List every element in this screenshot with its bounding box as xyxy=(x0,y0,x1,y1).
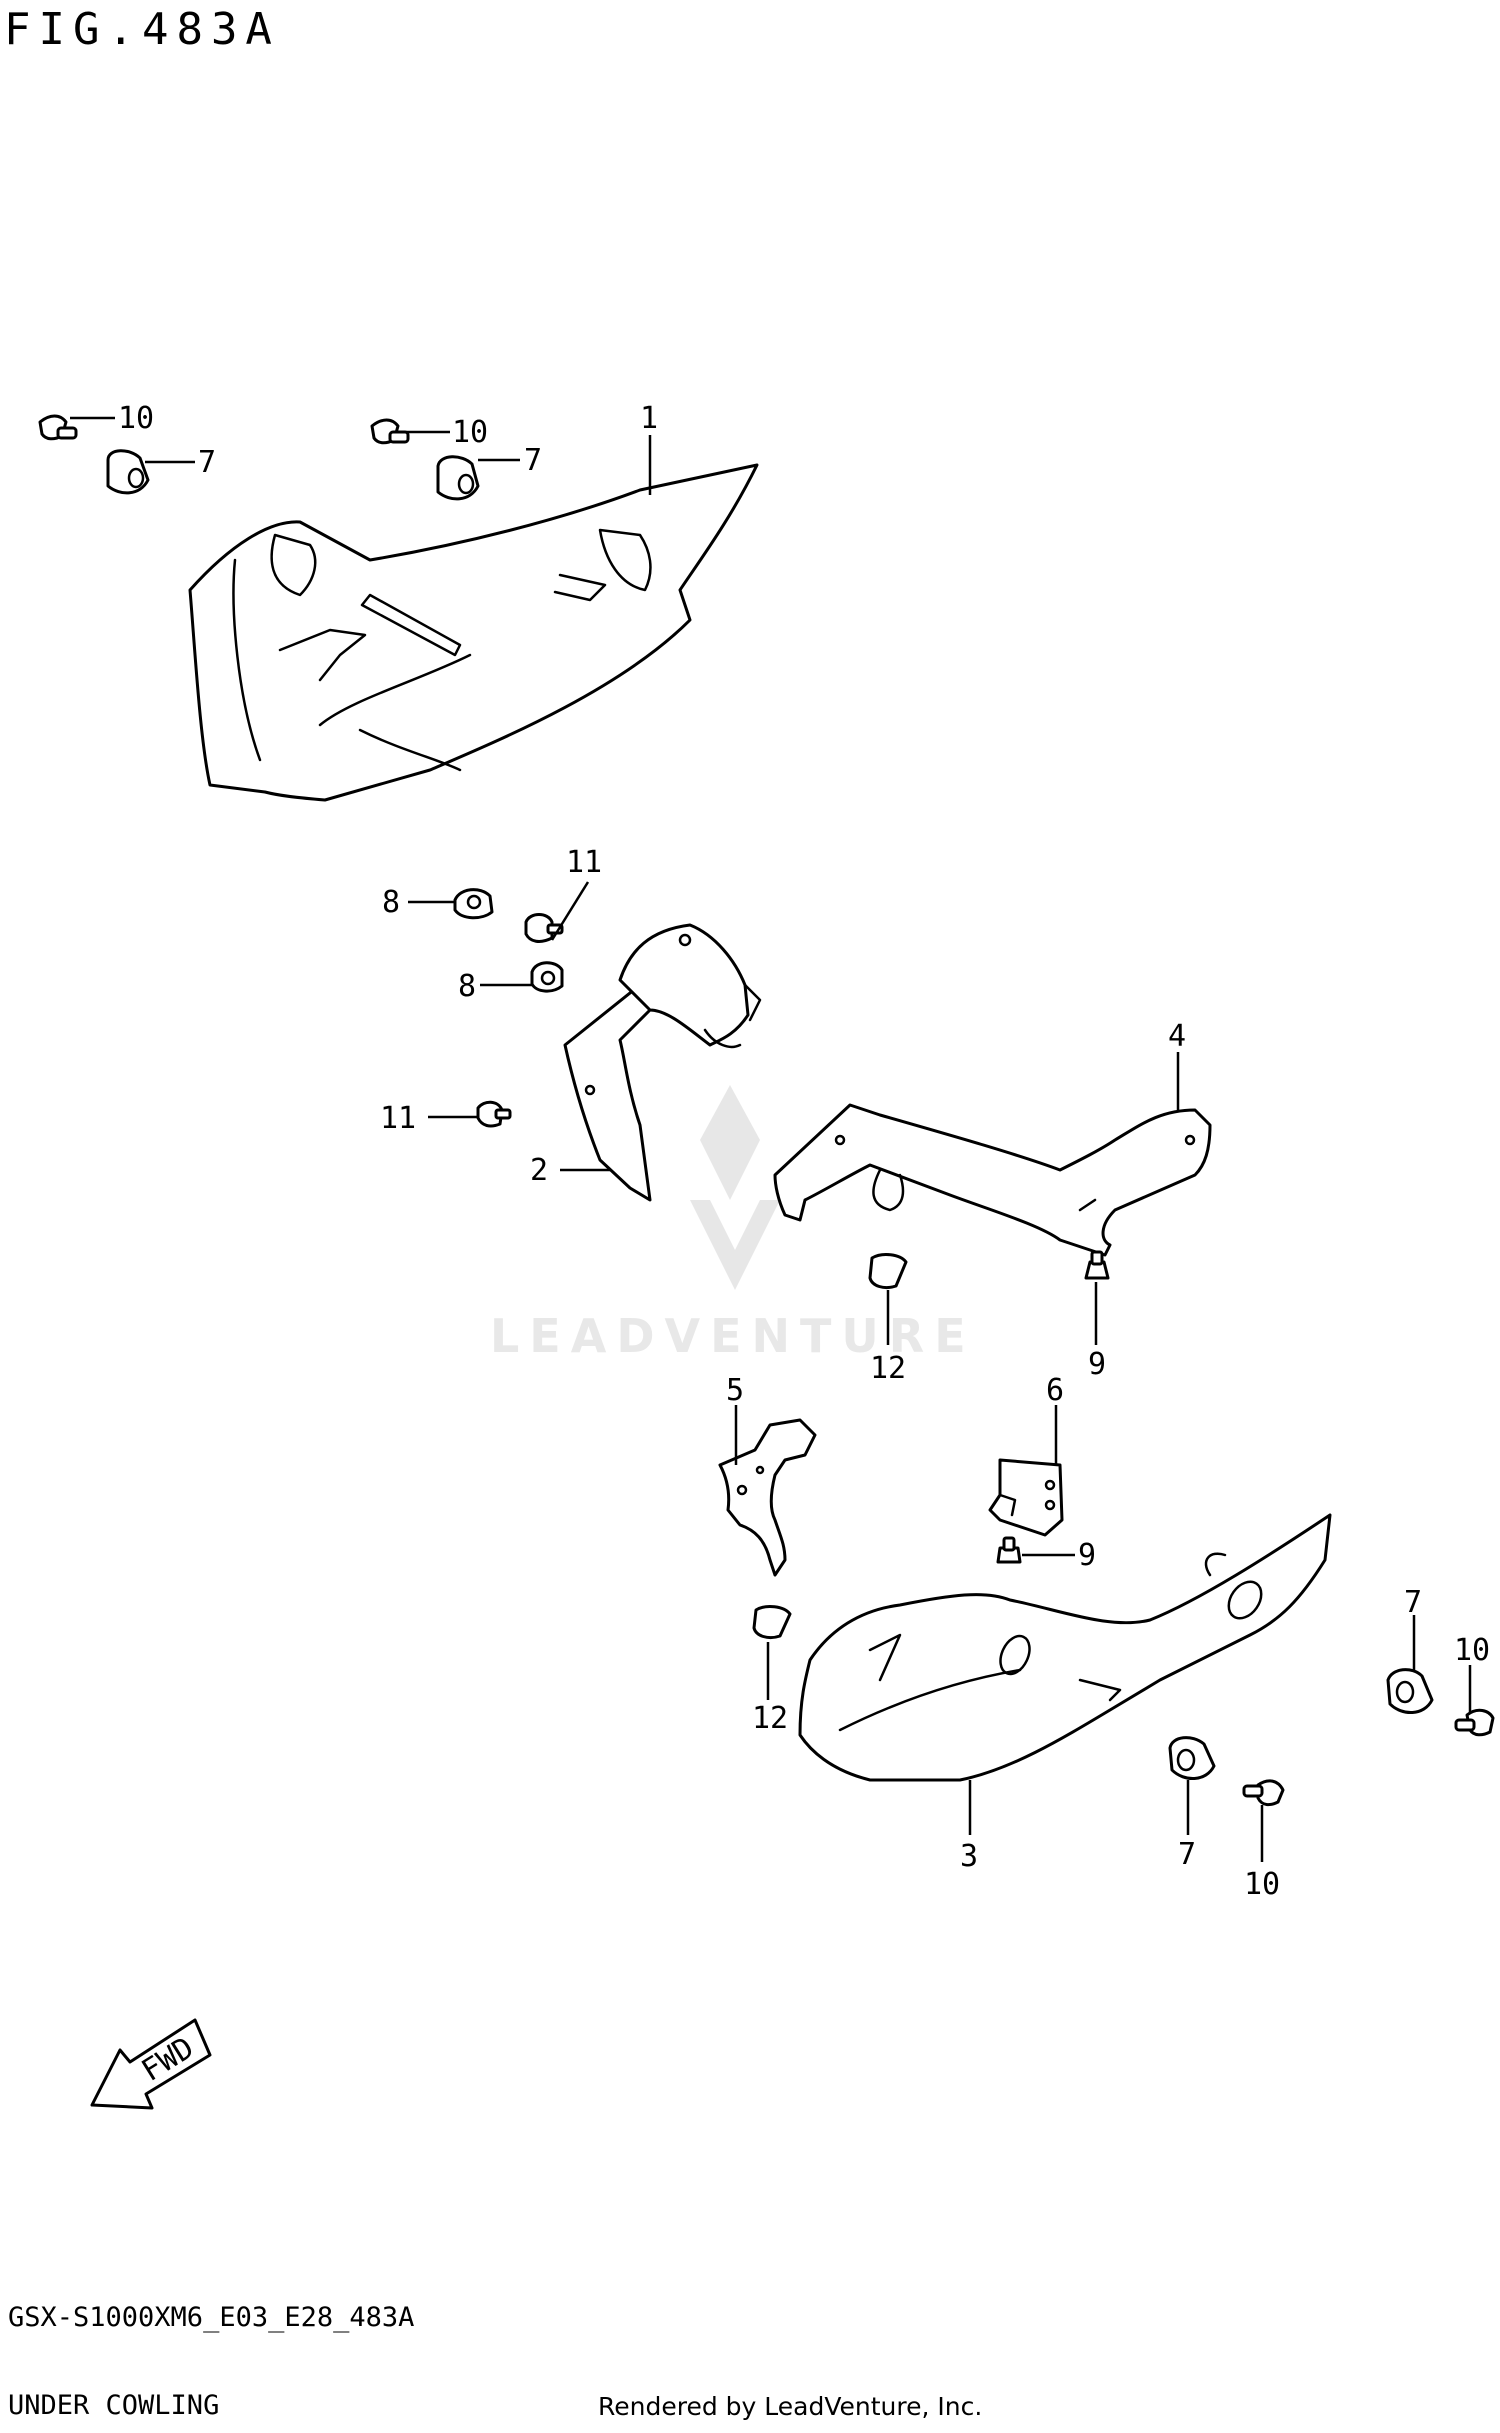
callout-10: 10 xyxy=(1454,1633,1490,1668)
callout-5: 5 xyxy=(726,1373,744,1408)
part-12-cushion-a[interactable] xyxy=(868,1253,908,1290)
callout-10: 10 xyxy=(1244,1867,1280,1902)
callout-11: 11 xyxy=(380,1101,416,1136)
callout-1: 1 xyxy=(640,401,658,436)
part-7-grommet-d[interactable] xyxy=(1168,1736,1216,1780)
rendered-by-credit: Rendered by LeadVenture, Inc. xyxy=(598,2392,983,2421)
part-7-grommet-a[interactable] xyxy=(106,449,150,495)
part-9-bolt-b[interactable] xyxy=(996,1536,1022,1564)
callout-labels: 10 7 10 7 1 11 8 8 11 2 4 12 9 5 6 9 12 … xyxy=(118,401,1490,1902)
part-10-screw-c[interactable] xyxy=(1454,1708,1495,1737)
model-code: GSX-S1000XM6_E03_E28_483A xyxy=(8,2302,415,2333)
part-6-clip-bracket[interactable] xyxy=(988,1458,1064,1537)
callout-7: 7 xyxy=(1178,1837,1196,1872)
callout-7: 7 xyxy=(198,445,216,480)
callout-4: 4 xyxy=(1168,1019,1186,1054)
callout-7: 7 xyxy=(524,443,542,478)
callout-12: 12 xyxy=(870,1351,906,1386)
part-3-under-cowling-lower[interactable] xyxy=(798,1513,1332,1782)
watermark-text: LEADVENTURE xyxy=(490,1309,976,1363)
part-7-grommet-c[interactable] xyxy=(1386,1668,1434,1714)
part-7-grommet-b[interactable] xyxy=(436,455,480,501)
part-1-under-cowling-upper[interactable] xyxy=(188,463,759,802)
leadventure-watermark: LEADVENTURE xyxy=(490,1085,976,1363)
part-8-clip-b[interactable] xyxy=(530,961,564,993)
part-9-bolt-a[interactable] xyxy=(1084,1250,1110,1280)
callout-9: 9 xyxy=(1078,1538,1096,1573)
callout-2: 2 xyxy=(530,1153,548,1188)
callout-10: 10 xyxy=(452,415,488,450)
callout-10: 10 xyxy=(118,401,154,436)
callout-7: 7 xyxy=(1404,1585,1422,1620)
callout-11: 11 xyxy=(566,845,602,880)
callout-12: 12 xyxy=(752,1701,788,1736)
section-name: UNDER COWLING xyxy=(8,2390,220,2421)
callout-3: 3 xyxy=(960,1839,978,1874)
part-4-long-bracket[interactable] xyxy=(773,1103,1212,1257)
part-2-bracket[interactable] xyxy=(563,923,762,1202)
callout-8: 8 xyxy=(458,969,476,1004)
fwd-arrow-icon: FWD xyxy=(90,2018,212,2110)
figure-title: FIG.483A xyxy=(4,4,280,55)
part-8-clip-a[interactable] xyxy=(453,888,494,920)
part-5-small-bracket[interactable] xyxy=(718,1418,817,1577)
callout-6: 6 xyxy=(1046,1373,1064,1408)
part-10-screw-a[interactable] xyxy=(38,414,78,441)
part-11-pin-a[interactable] xyxy=(524,913,564,943)
part-10-screw-b[interactable] xyxy=(370,418,410,445)
callout-9: 9 xyxy=(1088,1347,1106,1382)
part-11-pin-b[interactable] xyxy=(476,1100,512,1128)
callout-8: 8 xyxy=(382,885,400,920)
part-12-cushion-b[interactable] xyxy=(752,1605,792,1640)
part-10-screw-d[interactable] xyxy=(1242,1779,1285,1807)
leader-lines xyxy=(70,416,1472,1862)
